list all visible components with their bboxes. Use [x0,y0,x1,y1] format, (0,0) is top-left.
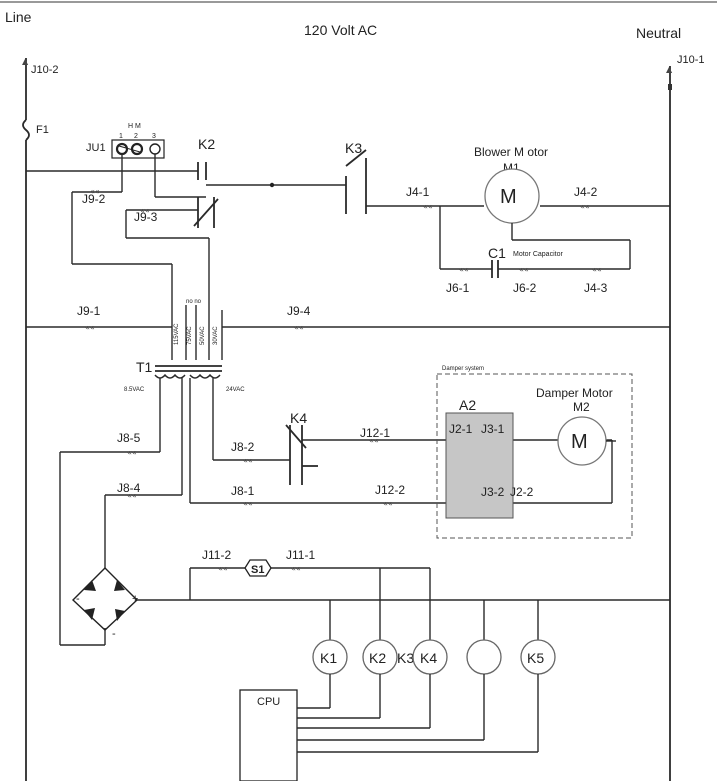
transformer-label: T1 [136,359,153,375]
s1-label: S1 [251,564,264,576]
bridge-rectifier [71,567,670,631]
jumper-pin-2: 2 [134,133,138,140]
svg-text:▲: ▲ [22,57,29,66]
svg-text:««: «« [369,436,379,445]
svg-text:««: «« [383,499,393,508]
jack-j10-1: J10-1 [677,54,705,66]
jumper-ju1 [111,139,165,159]
xfmr-tap-115: 115VAC [174,323,180,345]
jack-j12-2: J12-2 [375,483,405,497]
svg-text:««: «« [243,499,253,508]
svg-text:««: «« [423,202,433,211]
jack-j8-5: J8-5 [117,431,141,445]
relay-k2-label: K2 [369,650,386,666]
xfmr-tap-50: 50VAC [200,326,206,345]
jack-j2-2: J2-2 [510,485,534,499]
xfmr-tap-75: 75VAC [187,326,193,345]
c1-label: C1 [488,245,506,261]
damper-motor-title: Damper Motor [536,386,613,400]
jumper-pin-1: 1 [119,133,123,140]
cpu-label: CPU [257,696,280,708]
jack-j3-2: J3-2 [481,485,505,499]
jack-j6-1: J6-1 [446,281,470,295]
secondary-wiring [59,378,613,646]
svg-text:««: «« [127,448,137,457]
blower-motor-title: Blower M otor [474,145,548,159]
bridge-minus-bottom: - [112,628,116,640]
jack-j10-2: J10-2 [31,64,59,76]
xfmr-tap-30: 30VAC [213,326,219,345]
k3-contact-label: K3 [345,140,362,156]
jack-j4-3: J4-3 [584,281,608,295]
relay-k1-label: K1 [320,650,337,666]
jack-j8-1: J8-1 [231,484,255,498]
relay-k5-label: K5 [527,650,544,666]
svg-text:««: «« [243,456,253,465]
relay-coil-unlabeled [466,639,502,675]
svg-text:««: «« [519,265,529,274]
jack-j4-1: J4-1 [406,185,430,199]
voltage-label: 120 Volt AC [304,22,377,38]
line-rail [22,58,30,781]
m2-label: M2 [573,400,590,414]
cpu-block [239,689,298,781]
bridge-plus-right: + [132,593,138,605]
a2-label: A2 [459,397,476,413]
fuse-f1-label: F1 [36,124,49,136]
svg-text:««: «« [85,323,95,332]
jack-j2-1: J2-1 [449,422,473,436]
k4-contact-label: K4 [290,410,307,426]
jack-j11-2: J11-2 [202,548,231,562]
switch-s1 [244,559,272,577]
svg-text:««: «« [592,265,602,274]
jack-j9-3: J9-3 [134,210,158,224]
jack-j8-2: J8-2 [231,440,255,454]
svg-text:««: «« [127,491,137,500]
relay-k4-label: K4 [420,650,437,666]
neutral-label: Neutral [636,25,681,41]
jack-j6-2: J6-2 [513,281,537,295]
jack-j12-1: J12-1 [360,426,390,440]
svg-text:««: «« [294,323,304,332]
jack-j3-1: J3-1 [481,422,505,436]
jack-j9-1: J9-1 [77,304,101,318]
xfmr-secondary-left: 8.5VAC [124,387,145,393]
xfmr-top-labels: no no [186,299,202,305]
blower-circuit-wiring [26,149,670,305]
xfmr-secondary-right: 24VAC [226,387,245,393]
svg-text:««: «« [291,564,301,573]
svg-text:««: «« [459,265,469,274]
svg-text:««: «« [218,564,228,573]
damper-motor-symbol: M [571,431,588,453]
transformer-t1 [154,365,222,385]
k2-contact-label: K2 [198,136,215,152]
bridge-minus-left: - [76,593,80,605]
svg-text:««: «« [140,206,150,215]
relay-k3-label: K3 [397,650,414,666]
line-label: Line [5,9,32,25]
damper-system-box [436,373,633,539]
jack-j4-2: J4-2 [574,185,598,199]
jack-j9-2: J9-2 [82,192,106,206]
jack-j9-4: J9-4 [287,304,311,318]
transformer-primary-wiring [26,305,670,360]
svg-text:««: «« [580,202,590,211]
relay-wiring [189,567,539,640]
jack-j11-1: J11-1 [286,548,315,562]
blower-motor-symbol: M [500,186,517,208]
motor-capacitor-label: Motor Capacitor [513,251,563,258]
jack-j8-4: J8-4 [117,481,141,495]
jumper-hm: H M [128,123,141,130]
cpu-output-wiring [297,674,539,753]
damper-system-label: Damper system [442,366,484,372]
capacitor-c1-wiring [439,206,631,278]
damper-board-a2 [445,412,514,519]
jumper-pin-3: 3 [152,133,156,140]
jumper-label: JU1 [86,142,106,154]
svg-text:««: «« [90,187,100,196]
svg-text:▲: ▲ [666,65,673,74]
